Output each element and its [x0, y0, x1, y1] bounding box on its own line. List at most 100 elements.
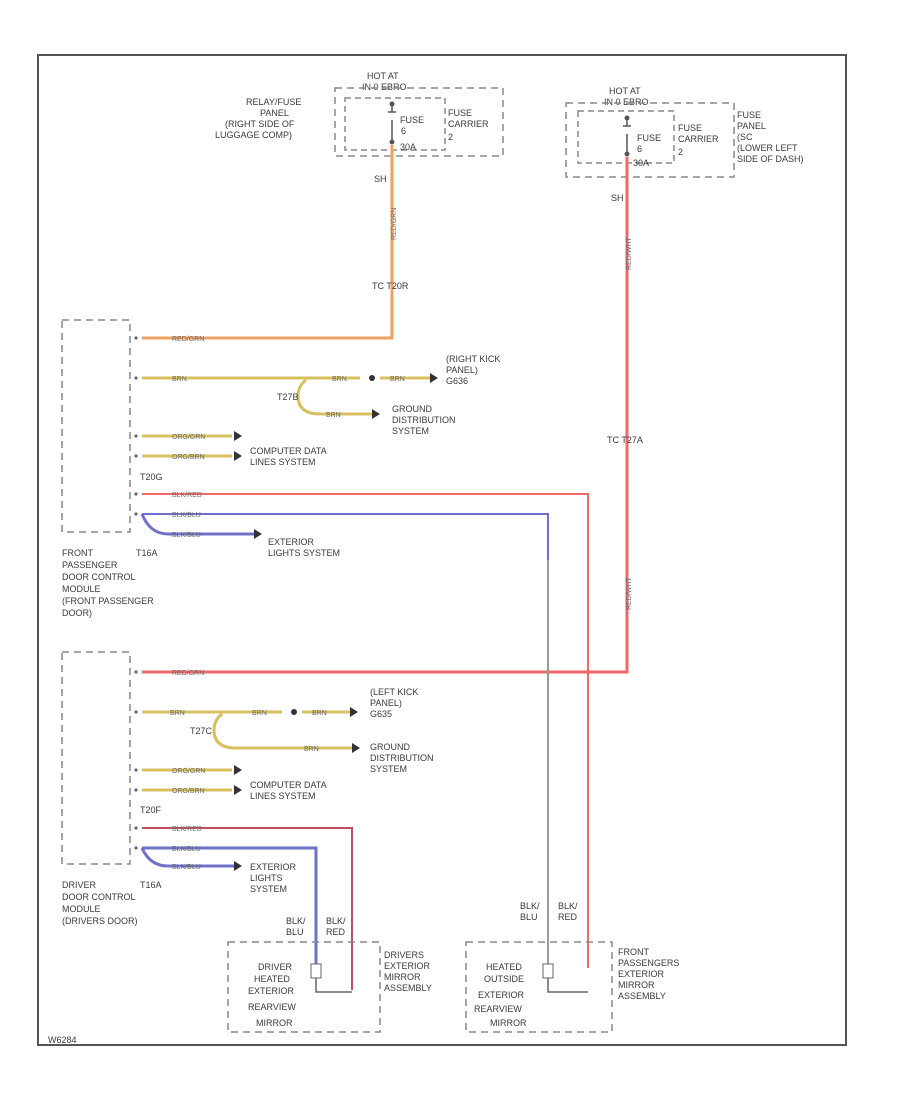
left-kick-line-2: PANEL)	[370, 698, 402, 708]
fuse-2-name: FUSE	[637, 133, 661, 143]
label-t16a-1: T16A	[136, 548, 158, 558]
wire-label-blk-red-2: BLK/RED	[172, 826, 202, 833]
ground-dist-2-line-2: DISTRIBUTION	[370, 753, 434, 763]
heated-outside-line-2: OUTSIDE	[484, 974, 524, 984]
front-pass-ext-mirror-line-3: EXTERIOR	[618, 969, 665, 979]
wire-label-org-grn-1: ORG/GRN	[172, 434, 205, 441]
wire-label-brn-3: BRN	[390, 376, 405, 383]
drivers-ext-mirror-line-2: EXTERIOR	[384, 961, 431, 971]
computer-data-1-line-1: COMPUTER DATA	[250, 446, 327, 456]
passenger-mirror-connector	[542, 963, 554, 979]
pass-module-line-1: FRONT	[62, 548, 93, 558]
fuse-carrier-1-line-1: FUSE	[448, 108, 472, 118]
fuse-1-name: FUSE	[400, 115, 424, 125]
drivers-ext-mirror-line-3: MIRROR	[384, 972, 421, 982]
driver-mirror-connector	[310, 963, 322, 979]
heated-outside-line-4: REARVIEW	[474, 1004, 522, 1014]
diagram-frame	[37, 54, 847, 1046]
fuse-terminal-top-2	[624, 115, 630, 121]
ground-dist-2-line-1: GROUND	[370, 742, 410, 752]
blk-blu-1-line-2: BLU	[286, 927, 304, 937]
driver-heated-line-2: HEATED	[254, 974, 290, 984]
wire-fuse2-to-driver	[142, 157, 629, 674]
computer-data-1-line-2: LINES SYSTEM	[250, 457, 316, 467]
fuse-terminal-bottom-1	[389, 139, 395, 145]
fuse-symbol-2	[623, 120, 631, 152]
wire-label-red-grn-pass: RED/GRN	[172, 336, 204, 343]
arrow-right-kick	[430, 373, 438, 383]
connector-t20r: TC T20R	[372, 281, 409, 291]
wire-label-red-wht-top: RED/WHT	[626, 237, 633, 270]
connector-t27a: TC T27A	[607, 435, 643, 445]
front-pass-ext-mirror-line-2: PASSENGERS	[618, 958, 679, 968]
sh-label-1: SH	[374, 174, 387, 184]
relay-fuse-line-3: (RIGHT SIDE OF	[225, 119, 295, 129]
wire-label-blk-blu-3: BLK/BLU	[172, 846, 201, 853]
right-kick-line-1: (RIGHT KICK	[446, 354, 500, 364]
passenger-mirror-box	[465, 941, 613, 1033]
wire-label-brn-4: BRN	[326, 412, 341, 419]
hot-at-label-2b: IN 0 EBRO	[604, 97, 649, 107]
wire-label-brn-2: BRN	[332, 376, 347, 383]
front-pass-ext-mirror-line-1: FRONT	[618, 947, 649, 957]
fuse-panel-2-line-2: PANEL	[737, 121, 766, 131]
driver-mirror-box	[227, 941, 381, 1033]
driver-heated-line-3: EXTERIOR	[248, 986, 295, 996]
heated-outside-line-3: EXTERIOR	[478, 990, 525, 1000]
splice-dot-drv	[291, 709, 297, 715]
fuse-carrier-1-line-3: 2	[448, 132, 453, 142]
wire-label-brn-7: BRN	[312, 710, 327, 717]
ground-dist-1-line-1: GROUND	[392, 404, 432, 414]
passenger-module-pins	[134, 336, 138, 516]
ext-lights-2-line-3: SYSTEM	[250, 884, 287, 894]
wire-drv-ground-branch	[212, 712, 352, 750]
computer-data-2-line-2: LINES SYSTEM	[250, 791, 316, 801]
driver-heated-line-1: DRIVER	[258, 962, 293, 972]
hot-at-label-1: HOT AT	[367, 71, 399, 81]
blk-blu-2-line-2: BLU	[520, 912, 538, 922]
arrow-pass-ext-lights	[254, 529, 262, 539]
pass-module-line-6: DOOR)	[62, 608, 92, 618]
arrow-drv-data-1	[234, 765, 242, 775]
fuse-2-rating: 30A	[633, 158, 649, 168]
fuse-panel-2-line-3: (SC	[737, 132, 753, 142]
right-kick-line-2: PANEL)	[446, 365, 478, 375]
wire-pass-mirror-red	[142, 493, 589, 968]
wire-label-blk-blu-1: BLK/BLU	[172, 512, 201, 519]
left-kick-line-1: (LEFT KICK	[370, 687, 418, 697]
driver-mirror-element	[315, 978, 352, 993]
label-t27b: T27B	[277, 392, 299, 402]
relay-fuse-line-4: LUGGAGE COMP)	[215, 130, 292, 140]
ext-lights-2-line-2: LIGHTS	[250, 873, 283, 883]
arrow-drv-ext-lights	[234, 861, 242, 871]
fuse-panel-c-block: HOT AT IN 0 EBRO FUSE 6 30A FUSE CARRIER…	[565, 86, 804, 203]
fuse-terminal-top-1	[389, 101, 395, 107]
fuse-panel-2-line-4: (LOWER LEFT	[737, 143, 798, 153]
wire-fuse1-to-passenger	[142, 145, 394, 340]
label-t27c: T27C	[190, 726, 213, 736]
ground-dist-1-line-3: SYSTEM	[392, 426, 429, 436]
blk-red-2-line-1: BLK/	[558, 901, 578, 911]
driver-heated-line-4: REARVIEW	[248, 1002, 296, 1012]
heated-outside-line-1: HEATED	[486, 962, 522, 972]
fuse-1-number: 6	[401, 126, 406, 136]
arrow-drv-data-2	[234, 785, 242, 795]
blk-red-1-line-2: RED	[326, 927, 346, 937]
front-passenger-module-box	[61, 319, 131, 533]
blk-blu-1-line-1: BLK/	[286, 916, 306, 926]
arrow-ground-dist-2	[352, 743, 360, 753]
passenger-mirror-element	[547, 978, 588, 993]
driver-module-line-3: MODULE	[62, 904, 101, 914]
wire-label-org-brn-2: ORG/BRN	[172, 788, 205, 795]
wire-drv-mirror-red	[142, 827, 353, 990]
wire-label-red-grn-top: RED/GRN	[391, 208, 398, 240]
label-t16a-2: T16A	[140, 880, 162, 890]
hot-at-label-1b: IN 0 EBRO	[362, 82, 407, 92]
arrow-pass-data-1	[234, 431, 242, 441]
fuse-carrier-2-line-2: CARRIER	[678, 134, 719, 144]
pass-module-line-3: DOOR CONTROL	[62, 572, 136, 582]
computer-data-2-line-1: COMPUTER DATA	[250, 780, 327, 790]
relay-fuse-panel-block: HOT AT IN 0 EBRO RELAY/FUSE PANEL (RIGHT…	[215, 71, 504, 184]
driver-module-line-2: DOOR CONTROL	[62, 892, 136, 902]
driver-module-line-4: (DRIVERS DOOR)	[62, 916, 138, 926]
